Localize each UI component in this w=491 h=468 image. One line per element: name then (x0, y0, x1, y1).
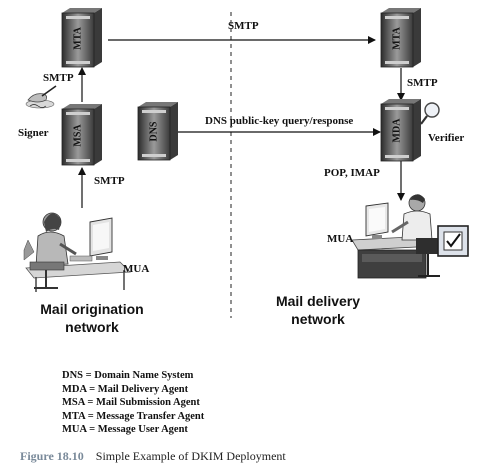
mua-right-label: MUA (327, 233, 354, 245)
legend-item: DNS = Domain Name System (62, 370, 194, 381)
server-icon-dns (137, 102, 178, 161)
mua-left-label: MUA (123, 263, 150, 275)
edge-label-dns-query: DNS public-key query/response (205, 115, 354, 127)
edge-label-mda-to-mua: POP, IMAP (324, 167, 380, 179)
mua-left-workstation-illustration (23, 212, 131, 292)
abbreviation-legend: DNS = Domain Name System MDA = Mail Deli… (62, 369, 204, 437)
delivery-network-title: Mail delivery network (258, 292, 378, 328)
verified-checkbox-icon (437, 225, 469, 257)
edge-label-mua-to-msa: SMTP (94, 175, 125, 187)
mta-left-label: MTA (72, 27, 84, 50)
origination-network-title: Mail origination network (22, 300, 162, 336)
mda-label: MDA (391, 118, 403, 143)
server-icon-msa (61, 104, 102, 166)
figure-caption: Figure 18.10 Simple Example of DKIM Depl… (20, 449, 286, 464)
legend-item: MSA = Mail Submission Agent (62, 397, 200, 409)
mua-right-workstation-illustration (351, 194, 440, 279)
delivery-network-line2: network (291, 311, 345, 327)
origination-network-line2: network (65, 319, 119, 335)
edge-label-mta-to-mda: SMTP (407, 77, 438, 89)
server-icon-mda (380, 99, 421, 162)
server-icon-mta-left (61, 8, 102, 68)
verifier-label: Verifier (428, 132, 465, 144)
mta-right-label: MTA (391, 27, 403, 50)
legend-item: MUA = Message User Agent (62, 424, 188, 436)
verifier-magnifier-icon (420, 102, 440, 125)
signer-label: Signer (18, 127, 49, 139)
origination-network-line1: Mail origination (40, 301, 144, 317)
legend-item: MDA = Mail Delivery Agent (62, 383, 189, 395)
edge-label-msa-to-mta: SMTP (43, 72, 74, 84)
dns-label: DNS (148, 121, 160, 142)
server-icon-mta-right (380, 8, 421, 68)
msa-label: MSA (72, 124, 84, 147)
delivery-network-line1: Mail delivery (275, 293, 361, 309)
figure-number: Figure 18.10 (20, 449, 84, 463)
signer-pen-icon (25, 85, 57, 109)
legend-item: MTA = Message Transfer Agent (62, 410, 205, 422)
figure-title: Simple Example of DKIM Deployment (95, 449, 286, 463)
edge-label-mta-to-mta: SMTP (228, 20, 259, 32)
